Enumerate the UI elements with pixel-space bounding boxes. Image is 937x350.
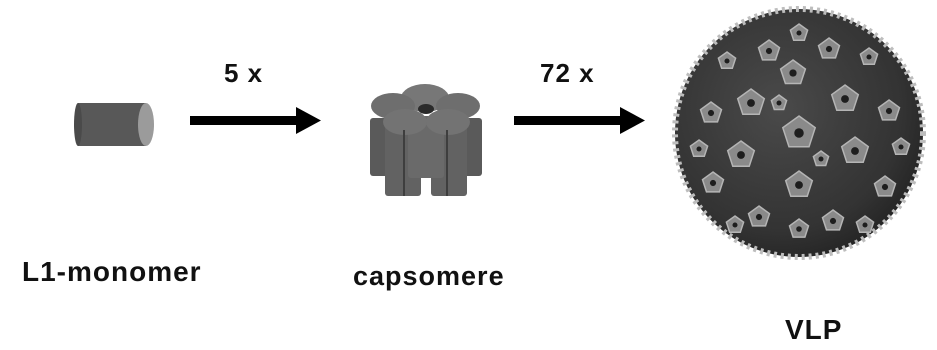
vlp-pentamer-pore xyxy=(794,128,804,138)
vlp-pentamer-pore xyxy=(755,213,763,221)
vlp-pentamer-pore xyxy=(862,222,868,228)
vlp-pentamer-pore xyxy=(818,156,824,162)
vlp-label: VLP xyxy=(785,314,843,345)
vlp-pentamer-pore xyxy=(825,45,833,53)
vlp-pentamer-pore xyxy=(732,222,738,228)
vlp-pentamer-pore xyxy=(789,69,797,77)
vlp-pentamer-pore xyxy=(898,144,904,150)
vlp-icon xyxy=(672,6,926,260)
monomer-label: L1-monomer xyxy=(22,256,202,287)
step-2-multiplier: 72 x xyxy=(540,58,595,88)
vlp-pentamer-pore xyxy=(796,30,802,36)
capsomere-label: capsomere xyxy=(353,261,505,291)
vlp-pentamer-pore xyxy=(696,146,702,152)
vlp-pentamer-pore xyxy=(707,109,715,117)
vlp-pentamer-pore xyxy=(796,226,802,232)
vlp-pentamer-pore xyxy=(866,54,872,60)
right-arrow-icon xyxy=(514,107,645,134)
vlp-pentamer-pore xyxy=(885,107,893,115)
vlp-pentamer-pore xyxy=(829,217,837,225)
vlp-pentamer-pore xyxy=(737,151,745,159)
capsomere-icon xyxy=(370,84,482,196)
right-arrow-icon xyxy=(190,107,321,134)
vlp-pentamer-pore xyxy=(724,58,730,64)
vlp-pentamer-pore xyxy=(765,47,773,55)
vlp-pentamer-pore xyxy=(795,181,803,189)
vlp-pentamer-pore xyxy=(881,183,889,191)
vlp-pentamer-pore xyxy=(709,179,717,187)
vlp-pentamer-pore xyxy=(747,99,755,107)
vlp-pentamer-pore xyxy=(776,100,782,106)
l1-monomer-icon xyxy=(74,103,154,146)
step-1-multiplier: 5 x xyxy=(224,58,264,88)
vlp-pentamer-pore xyxy=(841,95,849,103)
vlp-pentamer-pore xyxy=(851,147,859,155)
